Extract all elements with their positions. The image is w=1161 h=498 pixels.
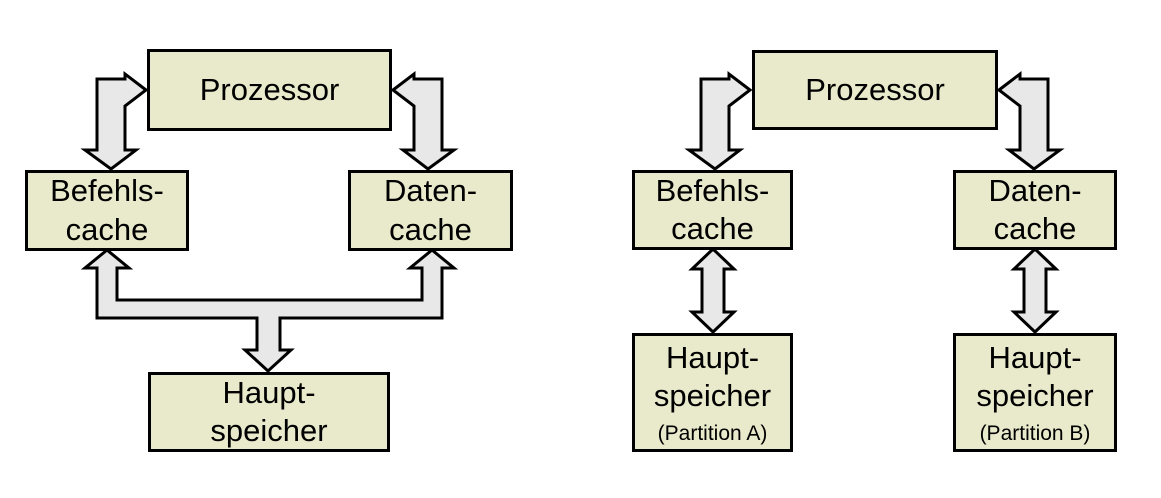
node-label: Daten- cache xyxy=(988,172,1082,246)
arrow-befehlscache-partition-a xyxy=(688,246,738,335)
node-hauptspeicher-left: Haupt- speicher xyxy=(148,372,390,452)
node-sublabel: (Partition B) xyxy=(979,421,1091,445)
node-prozessor-left: Prozessor xyxy=(147,49,392,131)
node-befehlscache-left: Befehls- cache xyxy=(25,170,189,251)
node-label: Befehls- cache xyxy=(655,172,770,246)
arrow-prozessor-datencache-left xyxy=(390,70,459,171)
node-label: Prozessor xyxy=(805,71,945,107)
node-hauptspeicher-partition-b: Haupt- speicher (Partition B) xyxy=(953,333,1117,452)
arrow-prozessor-befehlscache-right xyxy=(684,70,753,171)
arrow-prozessor-datencache-right xyxy=(996,70,1065,171)
node-befehlscache-right: Befehls- cache xyxy=(632,170,793,250)
arrow-branched-hauptspeicher-caches xyxy=(80,248,459,374)
node-label: Daten- cache xyxy=(383,173,478,247)
node-hauptspeicher-partition-a: Haupt- speicher (Partition A) xyxy=(632,333,793,452)
arrow-prozessor-befehlscache-left xyxy=(80,70,149,171)
node-label: Prozessor xyxy=(199,71,340,107)
node-label: Befehls- cache xyxy=(50,173,164,247)
node-label: Haupt- speicher xyxy=(976,339,1094,414)
node-prozessor-right: Prozessor xyxy=(752,50,998,130)
node-datencache-right: Daten- cache xyxy=(953,170,1117,250)
node-label: Haupt- speicher xyxy=(653,339,772,414)
node-sublabel: (Partition A) xyxy=(657,421,768,445)
node-label: Haupt- speicher xyxy=(210,374,328,448)
node-datencache-left: Daten- cache xyxy=(348,170,513,251)
arrow-datencache-partition-b xyxy=(1010,246,1060,335)
